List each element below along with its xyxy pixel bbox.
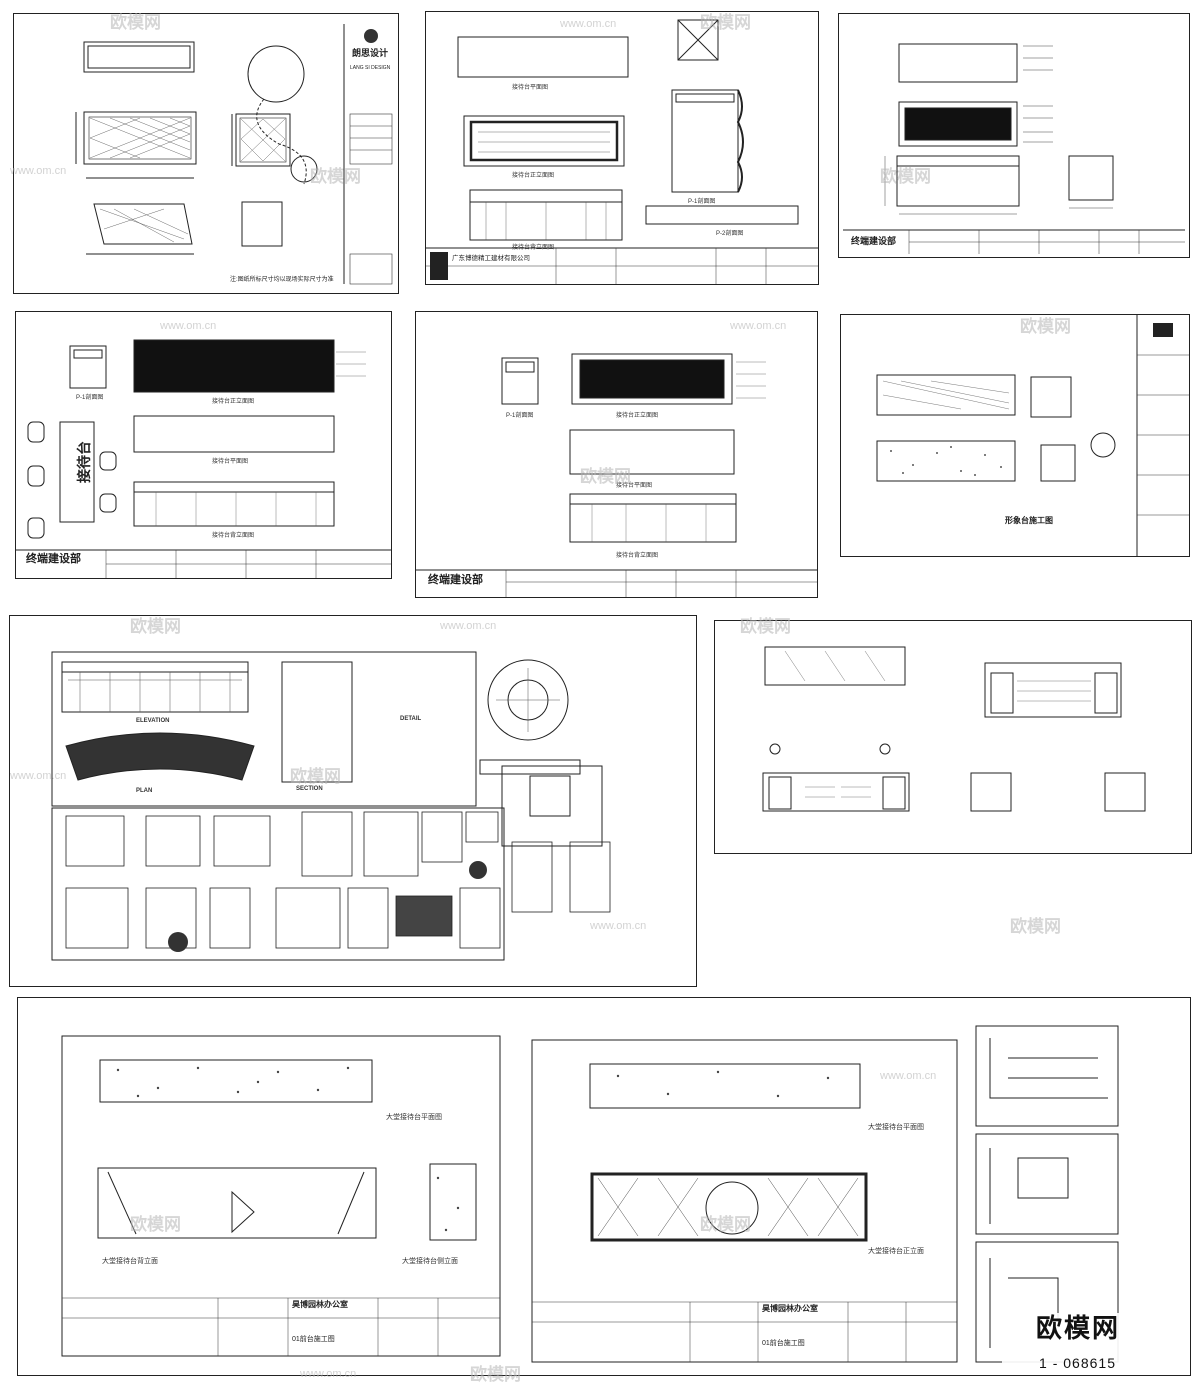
drawing-sheet-4: 接待台 接待台正立面图 接待台平面图 接待台背立面图 P-1剖面图 终端建设部 <box>15 311 392 579</box>
corner-badge-title: 欧模网 <box>1035 1313 1120 1343</box>
sheet-1-company-en: LANG SI DESIGN <box>350 65 391 71</box>
sheet-9-project: 昊博园林办公室 <box>292 1300 348 1309</box>
sheet-9-title-a: 大堂接待台平面图 <box>386 1114 442 1121</box>
sheet-10-title-b: 大堂接待台正立面 <box>868 1248 924 1255</box>
sheet-4-section-label: P-1剖面图 <box>76 395 104 401</box>
sheet-9-title-c: 大堂接待台侧立面 <box>402 1258 458 1265</box>
sheet-7-plan-label: PLAN <box>136 788 153 794</box>
watermark: 欧模网 <box>1010 917 1061 936</box>
sheet-9-drawing: 01前台施工图 <box>292 1336 335 1343</box>
sheet-4-elev-label: 接待台正立面图 <box>212 399 255 405</box>
sheet-7-linework <box>51 651 611 961</box>
drawing-sheet-8 <box>714 620 1192 854</box>
sheet-4-company: 终端建设部 <box>26 552 81 565</box>
sheet-2-back-label: 接待台背立面图 <box>512 245 555 251</box>
corner-badge <box>1002 1313 1122 1371</box>
sheet-10-project: 昊博园林办公室 <box>762 1304 818 1313</box>
sheet-4-plan-label: 接待台平面图 <box>212 459 249 465</box>
sheet-5-section-label: P-1剖面图 <box>506 413 534 419</box>
sheet-1-note: 注:图纸所标尺寸均以现场实际尺寸为准 <box>230 277 334 283</box>
sheet-4-back-label: 接待台背立面图 <box>212 533 255 539</box>
corner-badge-id: 1 - 068615 <box>1039 1355 1116 1371</box>
drawing-sheet-1: 朗思设计 LANG SI DESIGN 注:图纸所标尺寸均以现场实际尺寸为准 <box>13 13 399 294</box>
sheet-2-company: 广东博德精工建材有限公司 <box>452 255 530 262</box>
sheet-10-drawing: 01前台施工图 <box>762 1340 805 1347</box>
sheet-3-company: 终端建设部 <box>851 237 897 247</box>
sheet-2-linework <box>426 19 818 284</box>
drawing-sheet-5: 接待台正立面图 接待台平面图 接待台背立面图 P-1剖面图 终端建设部 <box>415 311 818 598</box>
sheet-1-company: 朗思设计 <box>352 49 389 59</box>
sheet-9-title-b: 大堂接待台背立面 <box>102 1258 158 1265</box>
drawing-sheet-6: 形象台施工图 <box>840 314 1190 557</box>
sheet-7-elev-label: ELEVATION <box>136 718 170 724</box>
sheet-6-title: 形象台施工图 <box>1005 516 1053 525</box>
sheet-5-linework <box>416 353 817 597</box>
sheet-2-front-label: 接待台正立面图 <box>512 173 555 179</box>
sheet-4-linework <box>16 339 391 578</box>
sheet-3-linework <box>843 43 1185 254</box>
sheet-2-section-label: P-1剖面图 <box>688 199 716 205</box>
sheet-8-linework <box>762 646 1146 812</box>
drawing-sheet-3: 终端建设部 <box>838 13 1190 258</box>
sheet-1-linework <box>75 24 393 285</box>
sheet-2-section2-label: P-2剖面图 <box>716 231 744 237</box>
sheet-5-company: 终端建设部 <box>428 573 483 586</box>
drawing-sheet-9: 大堂接待台平面图 大堂接待台背立面 大堂接待台侧立面 昊博园林办公室 01前台施… <box>17 997 1191 1376</box>
sheet-6-linework <box>876 315 1189 556</box>
sheet-7-detail-label: DETAIL <box>400 716 422 722</box>
drawing-sheet-7: ELEVATION PLAN SECTION DETAIL <box>9 615 697 987</box>
sheet-5-plan-label: 接待台平面图 <box>616 483 653 489</box>
sheet-4-desk-text: 接待台 <box>77 441 93 483</box>
drawing-sheet-2: 广东博德精工建材有限公司 接待台平面图 接待台正立面图 接待台背立面图 P-1剖… <box>425 11 819 285</box>
sheet-5-elev-label: 接待台正立面图 <box>616 413 659 419</box>
sheet-9-outer-linework <box>61 1025 1119 1363</box>
sheet-7-section-label: SECTION <box>296 786 323 792</box>
sheet-5-back-label: 接待台背立面图 <box>616 553 659 559</box>
sheet-10-title-a: 大堂接待台平面图 <box>868 1124 924 1131</box>
sheet-2-plan-label: 接待台平面图 <box>512 85 549 91</box>
